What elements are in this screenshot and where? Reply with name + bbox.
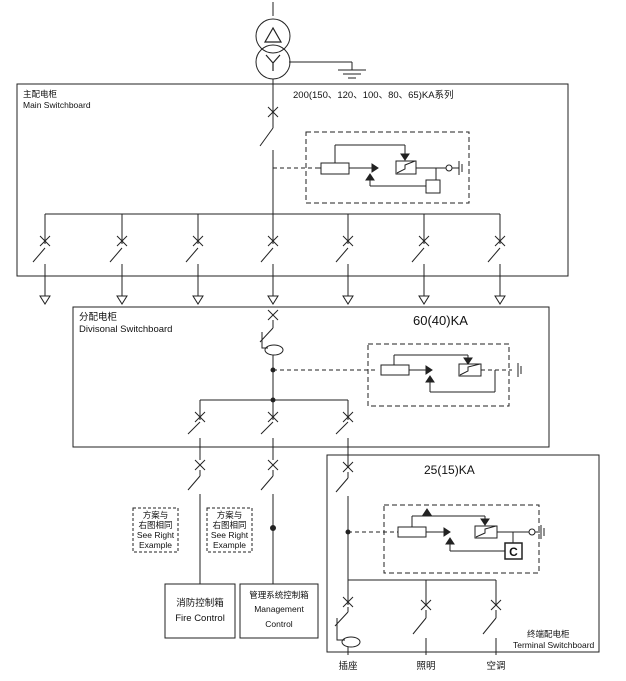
- terminal-spd-icon: C: [383, 504, 545, 574]
- div-feeder-2-switch-icon: [260, 400, 279, 584]
- svg-text:Example: Example: [213, 540, 246, 550]
- main-spd-icon: [305, 131, 470, 204]
- svg-text:Example: Example: [139, 540, 172, 550]
- svg-text:右图相同: 右图相同: [212, 520, 246, 530]
- divisional-feeders: [187, 400, 354, 584]
- main-title-cn: 主配电柜: [23, 89, 58, 99]
- outlet-label: 插座: [338, 660, 358, 672]
- fire-control-box: 消防控制箱 Fire Control: [164, 583, 236, 639]
- c-label: C: [509, 545, 518, 559]
- main-title-en: Main Switchboard: [23, 100, 91, 110]
- feeder-7-switch-icon: [487, 214, 506, 305]
- lighting-switch-icon: [412, 580, 432, 655]
- terminal-title-cn: 终端配电柜: [527, 629, 570, 639]
- terminal-feeders: [334, 580, 502, 655]
- feeder-2-switch-icon: [109, 214, 128, 305]
- svg-text:See Right: See Right: [137, 530, 175, 540]
- svg-text:管理系统控制箱: 管理系统控制箱: [249, 590, 309, 600]
- lighting-label: 照明: [416, 661, 435, 672]
- outlet-switch-icon: [334, 580, 361, 655]
- svg-text:方案与: 方案与: [143, 510, 169, 520]
- ac-label: 空调: [486, 660, 505, 672]
- svg-text:See Right: See Right: [211, 530, 249, 540]
- feeder-4-switch-icon: [260, 214, 279, 305]
- svg-text:Management: Management: [254, 604, 304, 614]
- divisional-title-en: Divisonal Switchboard: [79, 324, 172, 335]
- divisional-rating: 60(40)KA: [413, 313, 468, 328]
- divisional-switchboard-box: [72, 306, 550, 448]
- feeder-1-switch-icon: [32, 214, 51, 305]
- svg-text:右图相同: 右图相同: [138, 520, 172, 530]
- terminal-rating: 25(15)KA: [424, 463, 475, 477]
- divisional-spd-icon: [367, 343, 522, 407]
- div-feeder-1-switch-icon: [187, 400, 206, 584]
- svg-text:Control: Control: [265, 619, 293, 629]
- divisional-title-cn: 分配电柜: [79, 311, 118, 323]
- feeder-6-switch-icon: [411, 214, 430, 305]
- note-box-1: 方案与 右图相同 See Right Example: [132, 507, 179, 553]
- terminal-title-en: Terminal Switchboard: [513, 640, 595, 650]
- svg-text:Fire Control: Fire Control: [175, 613, 225, 624]
- transformer-icon: [255, 2, 291, 112]
- main-rating: 200(150、120、100、80、65)KA系列: [293, 89, 454, 101]
- main-switchboard-box: [16, 83, 569, 277]
- ac-switch-icon: [482, 580, 502, 655]
- feeder-5-switch-icon: [335, 214, 354, 305]
- svg-text:消防控制箱: 消防控制箱: [176, 597, 224, 609]
- terminal-breaker-switch-icon: [335, 460, 354, 580]
- main-breaker-switch-icon: [259, 106, 279, 214]
- main-feeders: [32, 214, 506, 305]
- ground-icon: [289, 61, 366, 79]
- terminal-switchboard-box: [326, 454, 600, 653]
- div-feeder-3-switch-icon: [335, 400, 354, 460]
- note-box-2: 方案与 右图相同 See Right Example: [206, 507, 253, 553]
- svg-text:方案与: 方案与: [217, 510, 243, 520]
- divisional-breaker-switch-icon: [259, 309, 284, 400]
- management-control-box: 管理系统控制箱 Management Control: [239, 583, 319, 639]
- feeder-3-switch-icon: [185, 214, 204, 305]
